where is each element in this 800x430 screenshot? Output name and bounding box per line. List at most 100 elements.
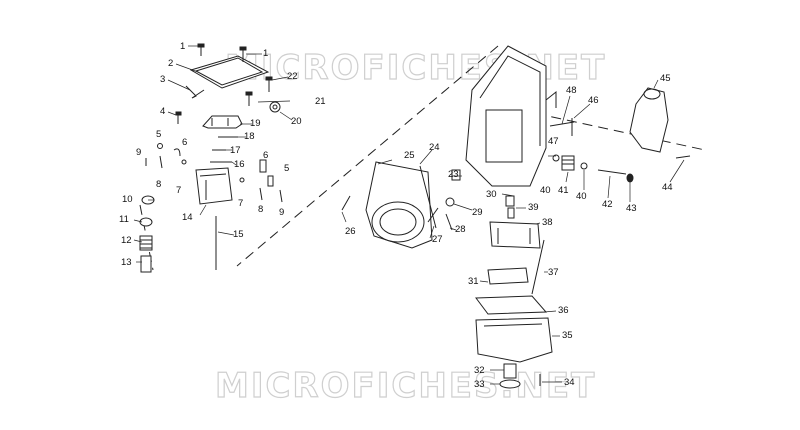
callout-19: 19: [250, 118, 261, 129]
float-14: [195, 167, 233, 205]
callout-21: 21: [315, 96, 326, 107]
callout-45: 45: [660, 73, 671, 84]
screw-21-icon: [245, 91, 253, 106]
clip-5a-icon: [157, 143, 163, 149]
wire-clip-icon: [185, 85, 205, 99]
callout-13: 13: [121, 257, 132, 268]
callout-1b: 1: [263, 48, 269, 59]
screw-22-icon: [265, 76, 273, 92]
float-bowl-35: [475, 317, 553, 363]
callout-48: 48: [566, 85, 577, 96]
clip-7a-icon: [181, 159, 187, 165]
carburetor-body: [465, 45, 557, 187]
spring-5b-icon: [267, 175, 274, 187]
callout-1a: 1: [180, 41, 186, 52]
assembly-dashed-line: [236, 45, 499, 267]
callout-8b: 8: [258, 204, 264, 215]
callout-26: 26: [345, 226, 356, 237]
screw-26-icon: [341, 195, 351, 211]
screw-6b-icon: [259, 159, 267, 173]
float-38: [489, 221, 541, 249]
screw-1a-icon: [197, 43, 205, 56]
ring-40b-icon: [580, 162, 588, 170]
intake-adapter: [365, 161, 433, 249]
pin-42-icon: [597, 169, 627, 175]
leader-lines: [133, 45, 685, 385]
ring-40a-icon: [552, 154, 560, 162]
callout-46: 46: [588, 95, 599, 106]
callout-7b: 7: [238, 198, 244, 209]
wire-24-icon: [419, 165, 437, 229]
callout-32: 32: [474, 365, 485, 376]
callout-42: 42: [602, 199, 613, 210]
bracket-31-icon: [487, 267, 529, 285]
screw-4-icon: [175, 111, 182, 124]
callout-34: 34: [564, 377, 575, 388]
ball-43-icon: [626, 173, 634, 183]
bracket-19: [202, 115, 243, 129]
callout-8a: 8: [156, 179, 162, 190]
callout-9b: 9: [279, 207, 285, 218]
clip-6a-icon: [173, 148, 181, 157]
wire-37-icon: [531, 239, 545, 295]
callout-10: 10: [122, 194, 133, 205]
callout-33: 33: [474, 379, 485, 390]
callout-5b: 5: [284, 163, 290, 174]
callout-27: 27: [432, 234, 443, 245]
jet-30-icon: [505, 195, 515, 207]
callout-17: 17: [230, 145, 241, 156]
screw-1b-icon: [239, 46, 247, 62]
callout-23: 23: [448, 169, 459, 180]
screw-27-icon: [427, 207, 439, 223]
callout-4: 4: [160, 106, 166, 117]
callout-38: 38: [542, 217, 553, 228]
callout-43: 43: [626, 203, 637, 214]
callout-16: 16: [234, 159, 245, 170]
spring-12-icon: [139, 235, 153, 251]
callout-12: 12: [121, 235, 132, 246]
callout-40a: 40: [540, 185, 551, 196]
pin-8b-icon: [259, 187, 263, 201]
callout-36: 36: [558, 305, 569, 316]
callout-37: 37: [548, 267, 559, 278]
jet-13-icon: [140, 255, 152, 273]
spring-9b-icon: [279, 189, 283, 203]
clip-7b-icon: [239, 177, 245, 183]
washer-33-icon: [499, 379, 521, 389]
callout-28: 28: [455, 224, 466, 235]
callout-40b: 40: [576, 191, 587, 202]
gasket-36-icon: [475, 295, 548, 315]
callout-14: 14: [182, 212, 193, 223]
callout-25: 25: [404, 150, 415, 161]
callout-22: 22: [287, 71, 298, 82]
callout-6a: 6: [182, 137, 188, 148]
callout-30: 30: [486, 189, 497, 200]
washer-29-icon: [445, 197, 455, 207]
callout-35: 35: [562, 330, 573, 341]
callout-24: 24: [429, 142, 440, 153]
watermark-bottom: MICROFICHES.NET: [214, 365, 597, 406]
callout-6b: 6: [263, 150, 269, 161]
washer-20-icon: [269, 101, 281, 113]
callout-11: 11: [119, 214, 129, 225]
callout-44: 44: [662, 182, 673, 193]
callout-39: 39: [528, 202, 539, 213]
callout-20: 20: [291, 116, 302, 127]
callout-31: 31: [468, 276, 479, 287]
screw-28-icon: [445, 213, 453, 231]
drain-32-icon: [503, 363, 517, 379]
callout-18: 18: [244, 131, 255, 142]
screw-23-icon: [451, 169, 461, 181]
callout-5a: 5: [156, 129, 162, 140]
needle-39-icon: [507, 207, 515, 219]
cover-plate: [189, 55, 270, 89]
callout-3: 3: [160, 74, 166, 85]
callout-47: 47: [548, 136, 559, 147]
pin-8a-icon: [159, 155, 163, 169]
callout-15: 15: [233, 229, 244, 240]
spring-41-icon: [561, 155, 575, 171]
callout-9a: 9: [136, 147, 142, 158]
screw-44-icon: [675, 155, 691, 159]
